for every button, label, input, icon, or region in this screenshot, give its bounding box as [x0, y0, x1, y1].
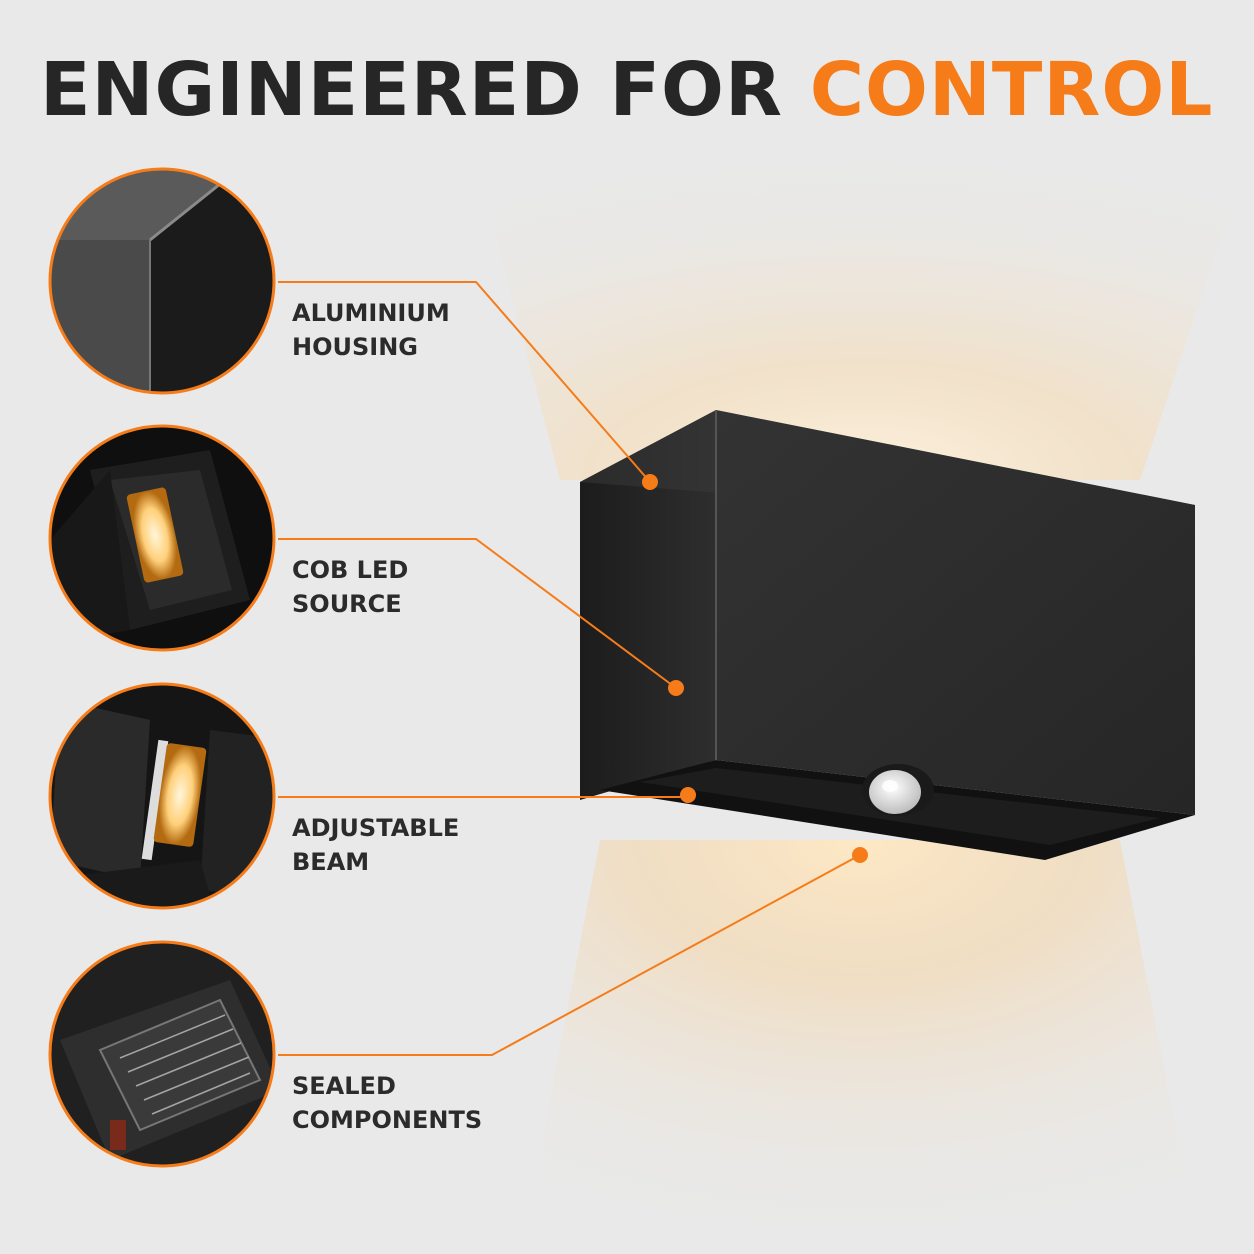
callout-sealed-line2: COMPONENTS [292, 1106, 483, 1134]
wall-light-product [580, 410, 1195, 860]
callout-beam-line1: ADJUSTABLE [292, 814, 460, 842]
connector-housing [278, 281, 651, 483]
callout-led-line1: COB LED [292, 556, 409, 584]
housing-closeup-image [48, 167, 276, 395]
callout-beam-line2: BEAM [292, 848, 370, 876]
dot-sealed [852, 847, 868, 863]
callout-led: COB LED SOURCE [292, 553, 552, 621]
callout-sealed: SEALED COMPONENTS [292, 1069, 552, 1137]
callout-housing-line1: ALUMINIUM [292, 299, 450, 327]
connector-lines [278, 281, 861, 1056]
page-title: ENGINEERED FOR CONTROL [40, 40, 1220, 140]
callout-beam: ADJUSTABLE BEAM [292, 811, 552, 879]
led-closeup-image [48, 424, 276, 652]
connector-led [278, 538, 677, 689]
beam-closeup-image [48, 682, 276, 910]
callout-housing: ALUMINIUM HOUSING [292, 296, 552, 364]
wall-light-glow [470, 140, 1254, 1254]
title-main: ENGINEERED FOR [40, 47, 783, 133]
sealed-closeup-image [48, 940, 276, 1168]
dot-beam [680, 787, 696, 803]
motion-sensor-icon [862, 764, 934, 816]
callout-led-line2: SOURCE [292, 590, 402, 618]
callout-housing-line2: HOUSING [292, 333, 418, 361]
title-accent: CONTROL [809, 47, 1214, 133]
dot-housing [642, 474, 658, 490]
dot-led [668, 680, 684, 696]
connector-sealed [278, 854, 861, 1056]
connector-dots [642, 474, 868, 863]
callout-sealed-line1: SEALED [292, 1072, 396, 1100]
